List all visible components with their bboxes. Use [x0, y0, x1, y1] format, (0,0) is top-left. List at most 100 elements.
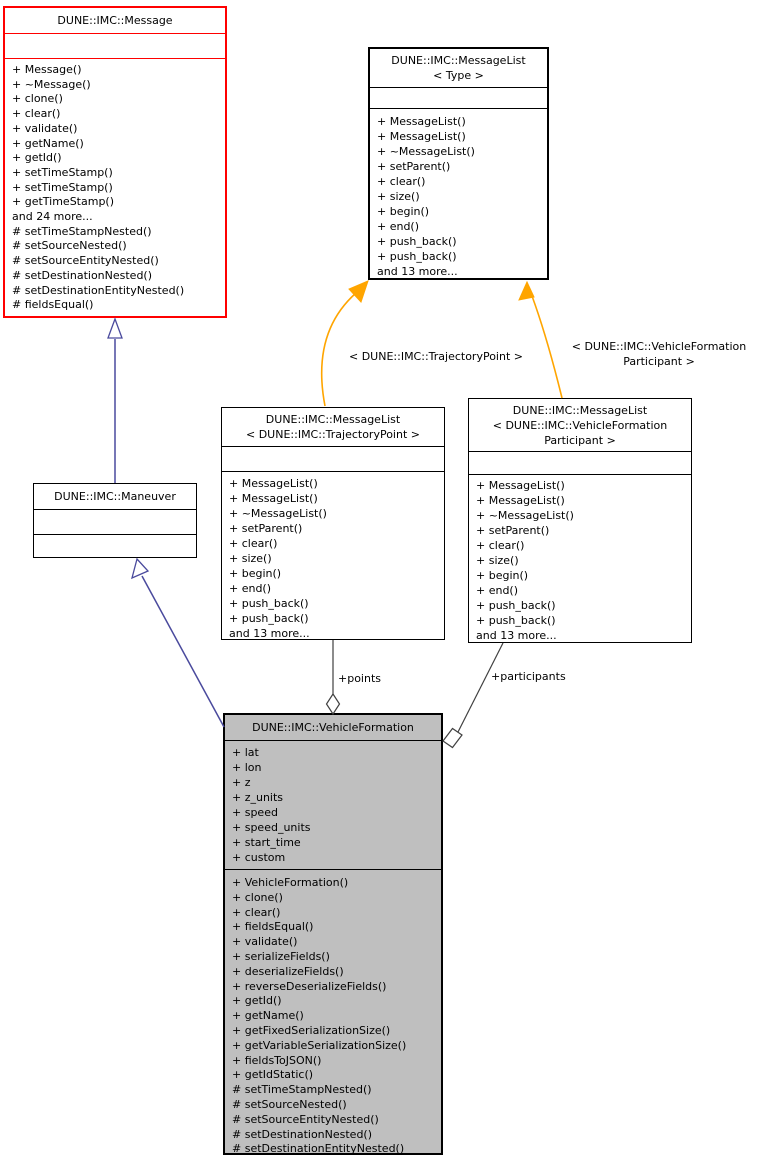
methods-compartment-vehicleformation: + VehicleFormation()+ clone()+ clear()+ …: [225, 870, 441, 1153]
methods-compartment-messagelist-trajectorypoint: + MessageList()+ MessageList()+ ~Message…: [222, 472, 444, 639]
member-row: + end(): [229, 582, 272, 595]
inheritance-arrowhead-icon: [131, 557, 150, 580]
member-row: + speed: [232, 806, 278, 819]
methods-compartment-messagelist-type: + MessageList() + MessageList() + ~Message…: [370, 109, 547, 278]
member-row: # setDestinationNested(): [232, 1127, 373, 1141]
member-row: + setParent(): [476, 524, 550, 537]
member-row: + push_back(): [377, 250, 457, 263]
member-row: # fieldsEqual(): [12, 298, 94, 312]
member-row: + clear(): [229, 537, 278, 550]
class-title-line: DUNE::IMC::MessageList: [265, 413, 401, 426]
methods-compartment-messagelist-vehicleformationparticipant: + MessageList()+ MessageList()+ ~Message…: [469, 475, 691, 642]
member-row: + ~MessageList(): [229, 507, 327, 520]
class-title-line: < DUNE::IMC::VehicleFormation: [492, 418, 668, 432]
methods-compartment-message: + Message()+ ~Message()+ clone()+ clear(…: [5, 59, 225, 316]
class-title-messagelist-type: DUNE::IMC::MessageList< Type >: [370, 49, 547, 88]
member-row: + getVariableSerializationSize(): [232, 1038, 407, 1052]
member-row: + size(): [229, 552, 272, 565]
aggregation-diamond-icon: [325, 692, 341, 716]
attributes-compartment-maneuver: [34, 510, 196, 535]
class-title-line: Participant >: [544, 433, 616, 447]
member-row: + VehicleFormation(): [232, 876, 349, 889]
template-arg-label-line: Participant >: [623, 355, 695, 368]
class-title-vehicleformation: DUNE::IMC::VehicleFormation: [225, 715, 441, 741]
member-row: + push_back(): [476, 614, 556, 627]
member-row: + size(): [476, 554, 519, 567]
member-row: + push_back(): [229, 612, 309, 625]
template-arg-label-line: < DUNE::IMC::VehicleFormation: [571, 340, 747, 353]
member-row: # setSourceNested(): [232, 1097, 347, 1111]
member-row: + end(): [476, 584, 519, 597]
member-row: # setDestinationEntityNested(): [12, 283, 185, 297]
class-box-maneuver[interactable]: DUNE::IMC::Maneuver: [33, 483, 197, 558]
inheritance-arrowhead-icon: [107, 317, 123, 339]
member-row: + getTimeStamp(): [12, 195, 115, 209]
class-title-message: DUNE::IMC::Message: [5, 8, 225, 34]
member-row: + setTimeStamp(): [12, 165, 113, 179]
member-row: + getFixedSerializationSize(): [232, 1023, 391, 1037]
methods-compartment-maneuver: [34, 535, 196, 557]
member-row: + ~Message(): [12, 77, 91, 91]
member-row: + getName(): [232, 1009, 304, 1023]
member-row: + MessageList(): [377, 130, 466, 143]
member-row: + setTimeStamp(): [12, 180, 113, 194]
member-row: + push_back(): [229, 597, 309, 610]
member-row: + end(): [377, 220, 420, 233]
member-row: + getName(): [12, 136, 84, 150]
template-arg-label-trajectorypoint: < DUNE::IMC::TrajectoryPoint >: [349, 350, 523, 363]
member-row: # setSourceNested(): [12, 239, 127, 253]
member-row: + lat: [232, 746, 259, 759]
template-arrowhead-icon: [348, 280, 369, 303]
member-row: + push_back(): [377, 235, 457, 248]
class-title-messagelist-vehicleformationparticipant: DUNE::IMC::MessageList< DUNE::IMC::Vehic…: [469, 399, 691, 452]
member-row: + clear(): [476, 539, 525, 552]
class-box-messagelist-vehicleformationparticipant[interactable]: DUNE::IMC::MessageList< DUNE::IMC::Vehic…: [468, 398, 692, 643]
class-box-messagelist-trajectorypoint[interactable]: DUNE::IMC::MessageList< DUNE::IMC::Traje…: [221, 407, 445, 640]
member-row: + size(): [377, 190, 420, 203]
class-box-messagelist-type[interactable]: DUNE::IMC::MessageList< Type > + Message…: [368, 47, 549, 280]
class-title-line: DUNE::IMC::MessageList: [512, 403, 648, 417]
member-row: + custom: [232, 851, 286, 864]
member-row: + MessageList(): [476, 479, 565, 492]
class-box-vehicleformation-current: DUNE::IMC::VehicleFormation + lat+ lon+ …: [223, 713, 443, 1155]
member-row: + MessageList(): [377, 115, 466, 128]
member-row: and 13 more...: [229, 627, 310, 639]
class-title-line: DUNE::IMC::MessageList: [391, 54, 526, 67]
member-row: # setSourceEntityNested(): [232, 1112, 379, 1126]
class-title-line: < DUNE::IMC::TrajectoryPoint >: [246, 428, 420, 441]
member-row: # setTimeStampNested(): [12, 224, 152, 238]
member-row: + serializeFields(): [232, 949, 330, 963]
inheritance-edge-vehicleformation-to-maneuver: [141, 575, 225, 728]
member-row: + clone(): [12, 92, 63, 106]
member-row: + getIdStatic(): [232, 1068, 314, 1082]
member-row: + MessageList(): [476, 494, 565, 507]
member-row: + getId(): [232, 994, 282, 1008]
member-row: + clone(): [232, 890, 283, 904]
member-row: + ~MessageList(): [377, 145, 475, 158]
member-row: + clear(): [377, 175, 426, 188]
aggregation-diamond-icon: [442, 727, 463, 749]
member-row: + setParent(): [377, 160, 451, 173]
attributes-compartment-message: [5, 34, 225, 59]
member-row: # setTimeStampNested(): [232, 1083, 372, 1097]
class-box-message[interactable]: DUNE::IMC::Message + Message()+ ~Message…: [3, 6, 227, 318]
member-row: # setSourceEntityNested(): [12, 254, 159, 268]
member-row: + begin(): [476, 569, 529, 582]
member-row: + push_back(): [476, 599, 556, 612]
member-row: + MessageList(): [229, 477, 318, 490]
member-row: # setDestinationNested(): [12, 268, 153, 282]
member-row: + start_time: [232, 836, 301, 849]
member-row: + getId(): [12, 151, 62, 165]
member-row: + Message(): [12, 63, 82, 76]
class-title-messagelist-trajectorypoint: DUNE::IMC::MessageList< DUNE::IMC::Traje…: [222, 408, 444, 447]
member-row: and 13 more...: [476, 629, 557, 642]
attributes-compartment-vehicleformation: + lat+ lon+ z+ z_units+ speed+ speed_uni…: [225, 741, 441, 870]
aggregation-edge-participants: [457, 642, 504, 733]
member-row: + clear(): [12, 107, 61, 121]
member-row: + z_units: [232, 791, 284, 804]
member-row: + validate(): [232, 935, 298, 949]
member-row: + begin(): [377, 205, 430, 218]
attributes-compartment-messagelist-trajectorypoint: [222, 447, 444, 472]
